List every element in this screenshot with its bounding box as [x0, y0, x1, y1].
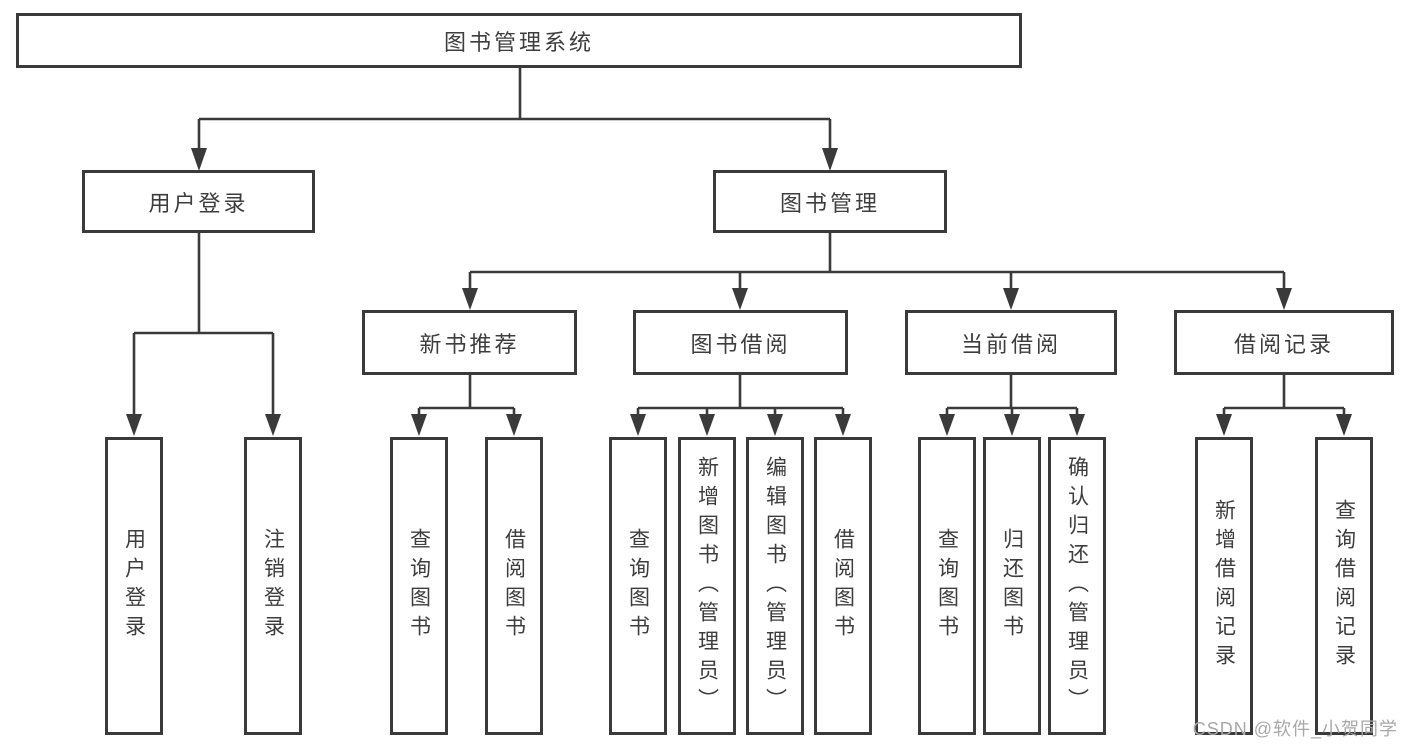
- arrowhead-icon: [630, 414, 646, 436]
- node-label: 图书借阅: [690, 331, 791, 357]
- arrowhead-icon: [1276, 288, 1292, 310]
- arrowhead-icon: [1336, 414, 1352, 436]
- arrowhead-icon: [126, 414, 142, 436]
- leaf-return-books: 归还图书: [983, 437, 1041, 735]
- arrowhead-icon: [265, 414, 281, 436]
- leaf-add-books-admin: 新增图书（管理员）: [678, 437, 736, 735]
- leaf-label: 新增借阅记录: [1212, 499, 1236, 673]
- node-new-book-recommendation: 新书推荐: [362, 310, 577, 375]
- node-book-borrowing: 图书借阅: [633, 310, 848, 375]
- leaf-label: 编辑图书（管理员）: [763, 455, 787, 717]
- node-label: 借阅记录: [1233, 331, 1334, 357]
- leaf-query-books-recommend: 查询图书: [390, 437, 448, 735]
- arrowhead-icon: [835, 414, 851, 436]
- node-borrowing-records: 借阅记录: [1174, 310, 1394, 375]
- leaf-label: 新增图书（管理员）: [695, 455, 719, 717]
- leaf-label: 归还图书: [1000, 528, 1024, 644]
- node-library-management-system: 图书管理系统: [16, 13, 1022, 68]
- arrowhead-icon: [462, 288, 478, 310]
- arrowhead-icon: [1069, 414, 1085, 436]
- leaf-confirm-return-admin: 确认归还（管理员）: [1048, 437, 1106, 735]
- arrowhead-icon: [939, 414, 955, 436]
- node-label: 图书管理: [779, 190, 880, 216]
- node-book-management: 图书管理: [713, 170, 947, 233]
- leaf-query-borrow-record: 查询借阅记录: [1315, 437, 1373, 735]
- leaf-label: 借阅图书: [502, 528, 526, 644]
- leaf-label: 查询图书: [935, 528, 959, 644]
- csdn-watermark: CSDN @软件_小贺同学: [1192, 719, 1398, 739]
- arrowhead-icon: [699, 414, 715, 436]
- node-current-borrowing: 当前借阅: [905, 310, 1117, 375]
- leaf-label: 借阅图书: [831, 528, 855, 644]
- leaf-label: 查询图书: [407, 528, 431, 644]
- arrowhead-icon: [191, 148, 207, 171]
- leaf-label: 用户登录: [122, 528, 146, 644]
- arrowhead-icon: [1216, 414, 1232, 436]
- arrowhead-icon: [1003, 288, 1019, 310]
- node-user-login: 用户登录: [82, 170, 315, 233]
- leaf-borrow-books: 借阅图书: [814, 437, 872, 735]
- leaf-add-borrow-record: 新增借阅记录: [1195, 437, 1253, 735]
- leaf-label: 查询图书: [626, 528, 650, 644]
- arrowhead-icon: [767, 414, 783, 436]
- node-label: 用户登录: [148, 190, 249, 216]
- leaf-query-books-borrow: 查询图书: [609, 437, 667, 735]
- leaf-query-books-current: 查询图书: [918, 437, 976, 735]
- leaf-label: 确认归还（管理员）: [1065, 455, 1089, 717]
- arrowhead-icon: [411, 414, 427, 436]
- arrowhead-icon: [732, 288, 748, 310]
- node-label: 新书推荐: [419, 331, 520, 357]
- node-label: 图书管理系统: [443, 29, 594, 55]
- arrowhead-icon: [1004, 414, 1020, 436]
- leaf-label: 查询借阅记录: [1332, 499, 1356, 673]
- leaf-user-login: 用户登录: [105, 437, 163, 735]
- leaf-borrow-books-recommend: 借阅图书: [485, 437, 543, 735]
- leaf-edit-books-admin: 编辑图书（管理员）: [746, 437, 804, 735]
- arrowhead-icon: [822, 148, 838, 171]
- leaf-label: 注销登录: [261, 528, 285, 644]
- arrowhead-icon: [506, 414, 522, 436]
- node-label: 当前借阅: [960, 331, 1061, 357]
- leaf-logout: 注销登录: [244, 437, 302, 735]
